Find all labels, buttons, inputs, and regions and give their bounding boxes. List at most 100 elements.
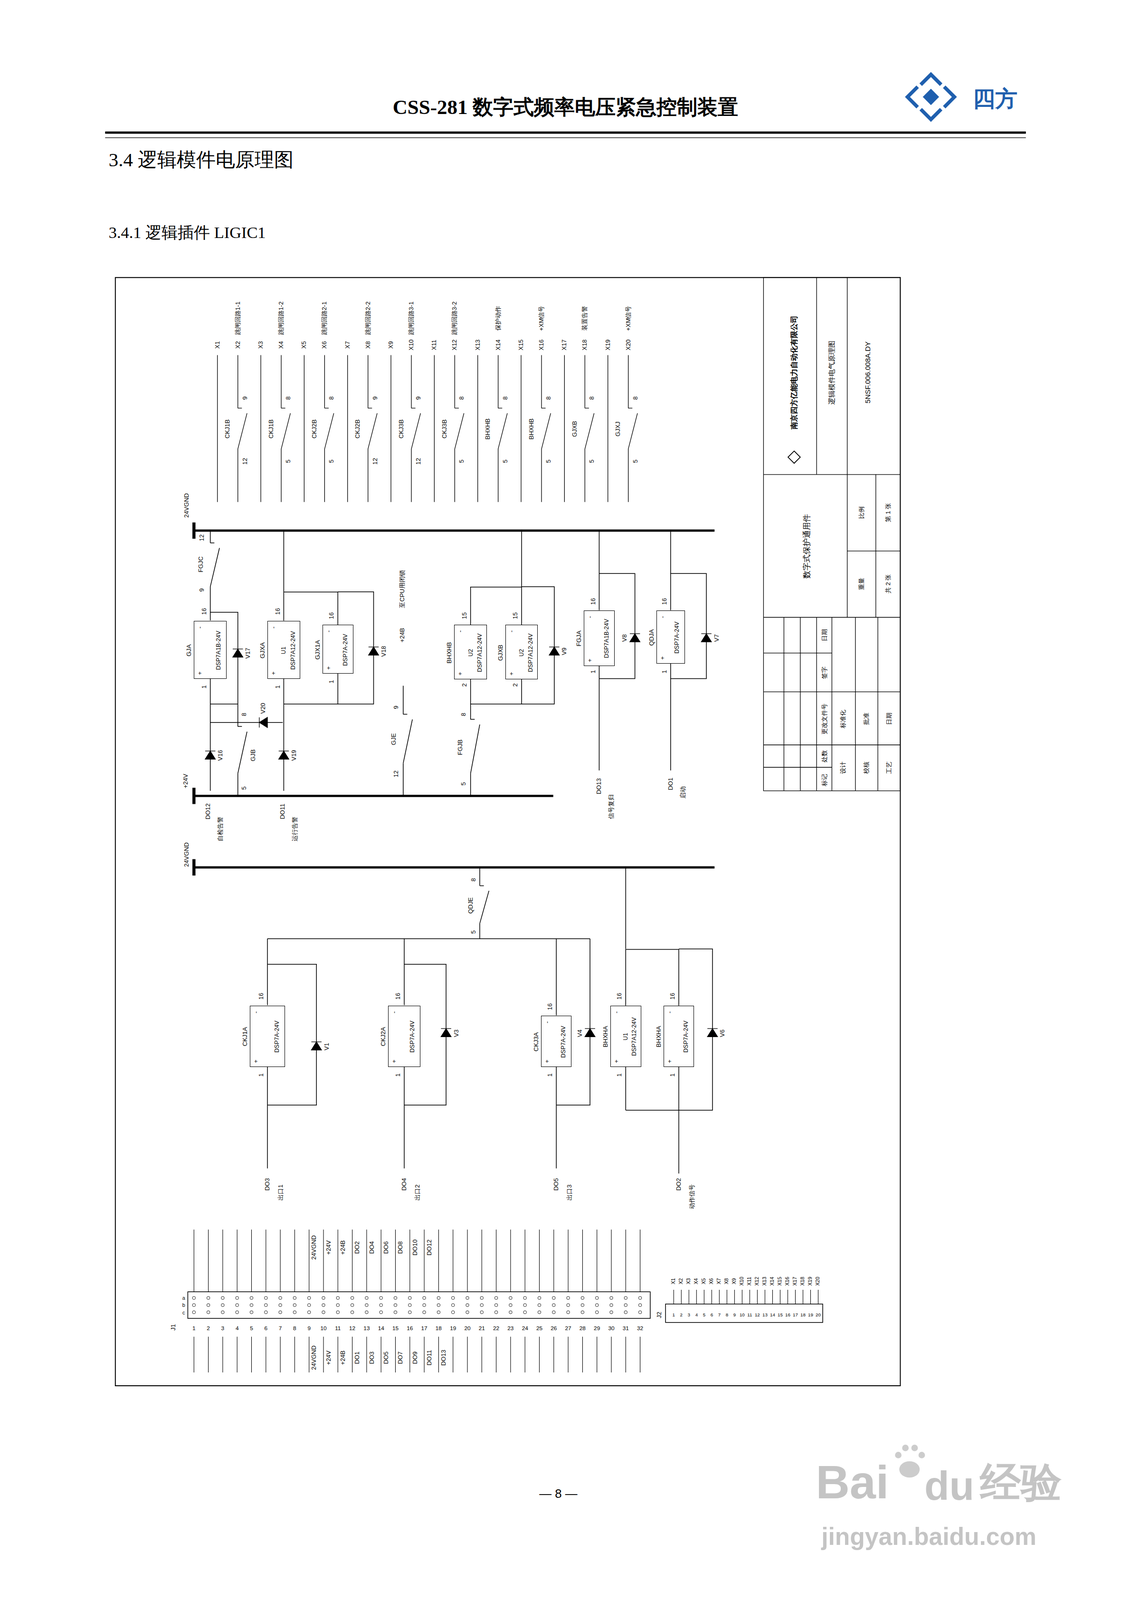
wire bbox=[347, 354, 348, 502]
polarity-mark: + bbox=[457, 672, 465, 676]
terminal-label: X14 bbox=[494, 339, 502, 352]
pin-number: 2 bbox=[206, 1324, 211, 1331]
header-rule bbox=[104, 131, 1026, 134]
title-block-line bbox=[763, 652, 832, 654]
terminal-label: X8 bbox=[364, 340, 372, 350]
pin-line bbox=[779, 1289, 781, 1304]
pin-line bbox=[568, 1229, 569, 1373]
signal-label: DO4 bbox=[400, 1177, 408, 1191]
pin-number: 14 bbox=[769, 1311, 776, 1318]
pin-dot bbox=[465, 1296, 469, 1314]
pin-number: 1 bbox=[394, 1072, 402, 1077]
title-block-line bbox=[877, 617, 878, 791]
pin-number: 16 bbox=[274, 607, 281, 616]
title-block-cell: 标准化 bbox=[839, 708, 847, 729]
title-block-cell: 更改文件号 bbox=[821, 702, 828, 735]
pin-number: 5 bbox=[502, 459, 509, 464]
pin-line bbox=[711, 1289, 713, 1304]
terminal-label: X15 bbox=[777, 1275, 784, 1286]
pin-number: 6 bbox=[710, 1311, 714, 1318]
wire bbox=[217, 354, 218, 502]
signal-name: DO11 bbox=[426, 1349, 433, 1367]
terminal-label: X18 bbox=[800, 1275, 807, 1286]
wire bbox=[337, 673, 339, 704]
pin-number: 3 bbox=[220, 1324, 226, 1331]
signal-label: 5 bbox=[460, 781, 467, 787]
diode-symbol bbox=[278, 750, 289, 760]
signal-label: 运行告警 bbox=[291, 816, 299, 842]
title-block-cell: 工艺 bbox=[885, 760, 893, 775]
title-block-line bbox=[875, 474, 876, 618]
signal-label: 信号复归 bbox=[608, 793, 615, 820]
pin-number: 23 bbox=[506, 1324, 514, 1331]
pin-number: 1 bbox=[546, 1072, 554, 1077]
relay-name: CKJ2A bbox=[379, 1026, 387, 1046]
wire bbox=[403, 938, 405, 1006]
relay-name: CKJ1B bbox=[267, 418, 275, 439]
pin-line bbox=[424, 1229, 425, 1373]
page-number: — 8 — bbox=[538, 1486, 578, 1501]
company-name: 南京四方亿能电力自动化有限公司 bbox=[789, 314, 799, 430]
pin-number: 3 bbox=[687, 1311, 691, 1318]
contact-symbol bbox=[628, 408, 638, 449]
pin-line bbox=[795, 1289, 796, 1304]
pin-line bbox=[510, 1229, 511, 1373]
pin-line bbox=[265, 1229, 267, 1373]
polarity-mark: - bbox=[457, 630, 465, 633]
signal-name: +24V bbox=[325, 1239, 333, 1255]
circuit-note: 跳闸回路3-2 bbox=[451, 301, 458, 336]
pin-dot bbox=[350, 1296, 354, 1314]
terminal-label: X1 bbox=[214, 340, 221, 350]
pin-dot bbox=[566, 1296, 570, 1314]
pin-dot bbox=[235, 1296, 239, 1314]
pin-line bbox=[596, 1229, 598, 1373]
signal-name: DO10 bbox=[411, 1238, 419, 1256]
wire bbox=[267, 964, 317, 1105]
watermark: 经验 bbox=[979, 1459, 1063, 1505]
header-rule bbox=[104, 137, 1026, 138]
signal-label: GJE bbox=[390, 732, 398, 746]
pin-number: 5 bbox=[545, 459, 552, 464]
terminal-label: X12 bbox=[451, 339, 458, 352]
watermark: du bbox=[923, 1462, 975, 1508]
pin-number: 5 bbox=[588, 459, 596, 464]
pin-number: 1 bbox=[589, 669, 597, 674]
terminal-label: X9 bbox=[731, 1277, 738, 1285]
relay-name: CKJ1B bbox=[224, 418, 231, 439]
pin-number: 5 bbox=[458, 459, 466, 464]
signal-label: 12 bbox=[198, 533, 206, 542]
pin-number: 16 bbox=[257, 992, 265, 1000]
terminal-label: X7 bbox=[344, 340, 352, 350]
pin-line bbox=[222, 1229, 223, 1373]
pin-number: 5 bbox=[632, 459, 639, 464]
relay-name: CKJ1A bbox=[241, 1026, 249, 1046]
title-block-line bbox=[783, 617, 785, 791]
title-block-cell: 设计 bbox=[839, 760, 847, 775]
pin-number: 16 bbox=[616, 992, 623, 1000]
pin-line bbox=[351, 1229, 353, 1373]
wire bbox=[678, 1066, 680, 1174]
pin-number: 13 bbox=[761, 1311, 769, 1318]
pin-number: 12 bbox=[348, 1324, 356, 1331]
contact-symbol bbox=[541, 408, 551, 449]
pin-number: 16 bbox=[546, 1002, 554, 1011]
pin-number: 27 bbox=[564, 1324, 572, 1331]
pin-line bbox=[553, 1229, 554, 1373]
relay-coil-box: GJXBU2DSP7A12-24V-+ bbox=[505, 624, 539, 680]
pin-dot bbox=[537, 1296, 541, 1314]
pin-line bbox=[741, 1289, 743, 1304]
wire bbox=[470, 773, 472, 796]
contact-symbol bbox=[479, 885, 489, 923]
wire bbox=[324, 354, 325, 502]
diode-symbol bbox=[232, 648, 243, 657]
wire bbox=[237, 354, 238, 502]
pin-number: 24 bbox=[521, 1324, 529, 1331]
relay-type: U1 bbox=[281, 646, 288, 655]
pin-number: 1 bbox=[616, 1072, 623, 1077]
polarity-mark: + bbox=[508, 672, 516, 676]
pin-number: 1 bbox=[200, 684, 208, 690]
pin-line bbox=[696, 1289, 697, 1304]
polarity-mark: + bbox=[270, 671, 278, 675]
drawing-frame bbox=[115, 277, 901, 1386]
logo-text: 四方 bbox=[972, 86, 1018, 112]
